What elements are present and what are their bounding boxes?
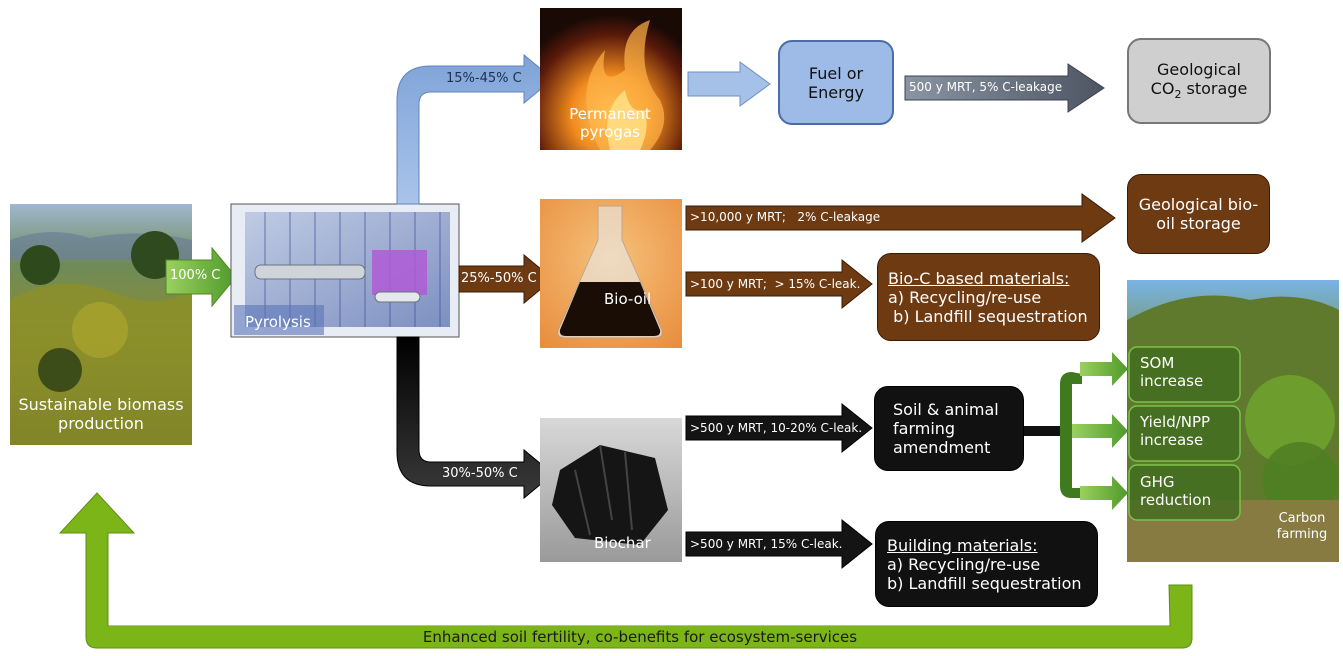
ghg-label: GHG reduction bbox=[1140, 473, 1212, 509]
benefit-bracket bbox=[1060, 352, 1128, 510]
label-fuel-geo: 500 y MRT, 5% C-leakage bbox=[909, 80, 1063, 94]
label-oil-materials: >100 y MRT; > 15% C-leak. bbox=[690, 277, 861, 291]
pyrogas-photo bbox=[540, 8, 682, 150]
pyrolysis-photo bbox=[230, 203, 460, 338]
ghg-box bbox=[1128, 464, 1241, 521]
feedback-label: Enhanced soil fertility, co-benefits for… bbox=[422, 628, 858, 646]
soil-label: Soil & animal farming amendment bbox=[893, 400, 999, 457]
fraction-char: 30%-50% C bbox=[442, 466, 518, 481]
geo-co2-sub: 2 bbox=[1174, 88, 1182, 102]
geo-co2-box: Geological CO2 storage bbox=[1127, 38, 1271, 124]
arrow-fuel-geo bbox=[904, 63, 1105, 113]
feedback-inner bbox=[108, 626, 1170, 627]
label-char-building: >500 y MRT, 15% C-leak. bbox=[690, 537, 843, 551]
label-char-soil: >500 y MRT, 10-20% C-leak. bbox=[690, 421, 863, 435]
building-materials-box: Building materials: a) Recycling/re-use … bbox=[875, 521, 1098, 607]
fraction-100: 100% C bbox=[170, 268, 221, 283]
yield-label: Yield/NPP increase bbox=[1140, 413, 1211, 449]
bioc-b: b) Landfill sequestration bbox=[888, 306, 1088, 326]
feedback-arrow bbox=[58, 492, 1193, 649]
carbon-farming-label: Carbon farming bbox=[1276, 511, 1328, 542]
arrow-soil-benefits bbox=[1024, 426, 1066, 436]
arrow-char bbox=[396, 336, 554, 500]
geo-oil-label: Geological bio-oil storage bbox=[1138, 195, 1259, 233]
build-a: a) Recycling/re-use bbox=[887, 554, 1041, 574]
fraction-oil: 25%-50% C bbox=[461, 271, 537, 286]
soil-box: Soil & animal farming amendment bbox=[874, 386, 1024, 471]
geo-co2-label: Geological CO bbox=[1150, 60, 1241, 99]
biochar-label: Biochar bbox=[594, 534, 651, 552]
arrow-pyrogas-fuel bbox=[687, 61, 771, 107]
arrow-char-building bbox=[685, 518, 873, 570]
fuel-label: Fuel or Energy bbox=[807, 63, 864, 102]
biooil-photo bbox=[540, 199, 682, 348]
fraction-gas: 15%-45% C bbox=[446, 71, 522, 86]
arrow-oil bbox=[458, 253, 554, 305]
biomass-label: Sustainable biomass production bbox=[18, 395, 184, 434]
biooil-label: Bio-oil bbox=[604, 290, 652, 308]
bioc-title: Bio-C based materials: bbox=[888, 268, 1070, 288]
yield-box bbox=[1128, 405, 1241, 462]
label-oil-geo: >10,000 y MRT; 2% C-leakage bbox=[690, 210, 881, 224]
biochar-photo bbox=[540, 418, 682, 562]
fuel-box: Fuel or Energy bbox=[778, 40, 894, 125]
arrow-oil-materials bbox=[685, 258, 873, 310]
arrow-oil-geo bbox=[685, 193, 1116, 243]
pyrolysis-label: Pyrolysis bbox=[245, 313, 311, 331]
biomass-photo bbox=[10, 204, 192, 445]
geo-co2-tail: storage bbox=[1181, 79, 1248, 99]
bioc-a: a) Recycling/re-use bbox=[888, 287, 1042, 307]
arrow-char-soil bbox=[685, 402, 873, 454]
bioc-materials-box: Bio-C based materials: a) Recycling/re-u… bbox=[877, 253, 1100, 341]
build-b: b) Landfill sequestration bbox=[887, 573, 1082, 593]
som-label: SOM increase bbox=[1140, 354, 1204, 390]
geo-oil-box: Geological bio-oil storage bbox=[1127, 174, 1270, 254]
som-box bbox=[1128, 346, 1241, 403]
pyrogas-label: Permanent pyrogas bbox=[569, 105, 651, 141]
arrow-gas bbox=[396, 53, 554, 205]
arrow-biomass-pyrolysis bbox=[165, 246, 237, 308]
build-title: Building materials: bbox=[887, 535, 1038, 555]
